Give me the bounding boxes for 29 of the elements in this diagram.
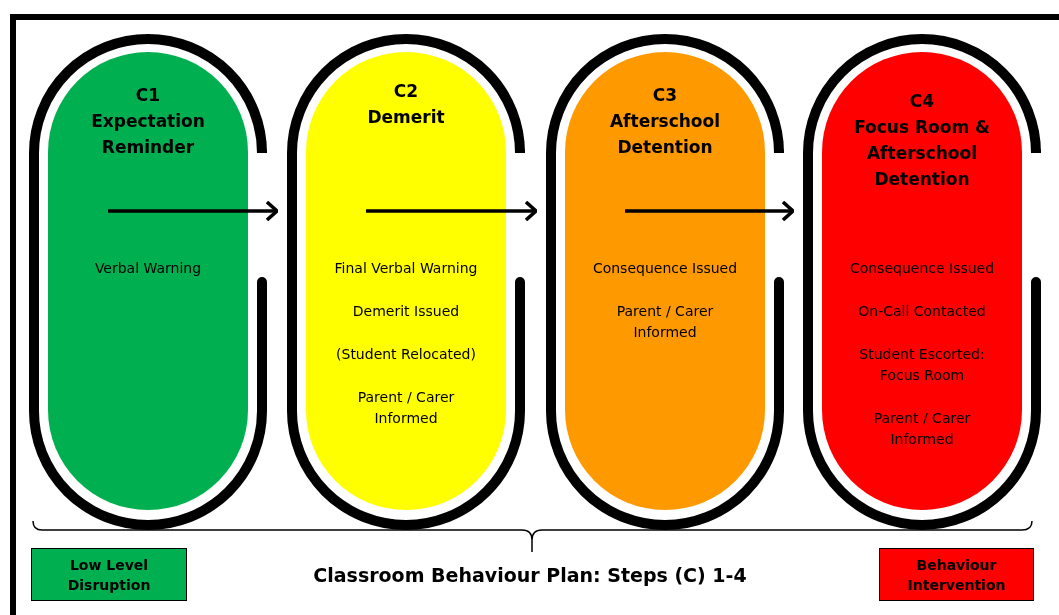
- step-title: Focus Room & Afterschool Detention: [853, 116, 991, 191]
- step-pill: [822, 52, 1022, 510]
- step-action: (Student Relocated): [335, 345, 477, 364]
- step-pill: [565, 52, 765, 510]
- step-pill: [48, 52, 248, 510]
- step-action: Parent / Carer Informed: [356, 388, 456, 428]
- step-code: C4: [908, 90, 936, 113]
- step-action: On-Call Contacted: [857, 302, 987, 321]
- arrow: [625, 200, 795, 222]
- level-box: Behaviour Intervention: [879, 548, 1034, 601]
- step-title: Demerit: [366, 106, 446, 129]
- arrow: [108, 200, 279, 222]
- step-title: Expectation Reminder: [90, 110, 206, 159]
- step-action: Student Escorted: Focus Room: [858, 345, 986, 385]
- step-action: Consequence Issued: [848, 259, 996, 278]
- level-box: Low Level Disruption: [31, 548, 187, 601]
- step-action: Parent / Carer Informed: [872, 409, 972, 449]
- step-action: Final Verbal Warning: [333, 259, 479, 278]
- arrow: [366, 200, 538, 222]
- step-action: Parent / Carer Informed: [615, 302, 715, 342]
- step-title: Afterschool Detention: [608, 110, 722, 159]
- step-action: Demerit Issued: [351, 302, 461, 321]
- step-code: C3: [651, 84, 679, 107]
- step-code: C1: [134, 84, 162, 107]
- diagram-title: Classroom Behaviour Plan: Steps (C) 1-4: [312, 564, 748, 586]
- step-code: C2: [392, 80, 420, 103]
- step-action: Consequence Issued: [591, 259, 739, 278]
- step-pill: [306, 52, 506, 510]
- step-action: Verbal Warning: [93, 259, 203, 278]
